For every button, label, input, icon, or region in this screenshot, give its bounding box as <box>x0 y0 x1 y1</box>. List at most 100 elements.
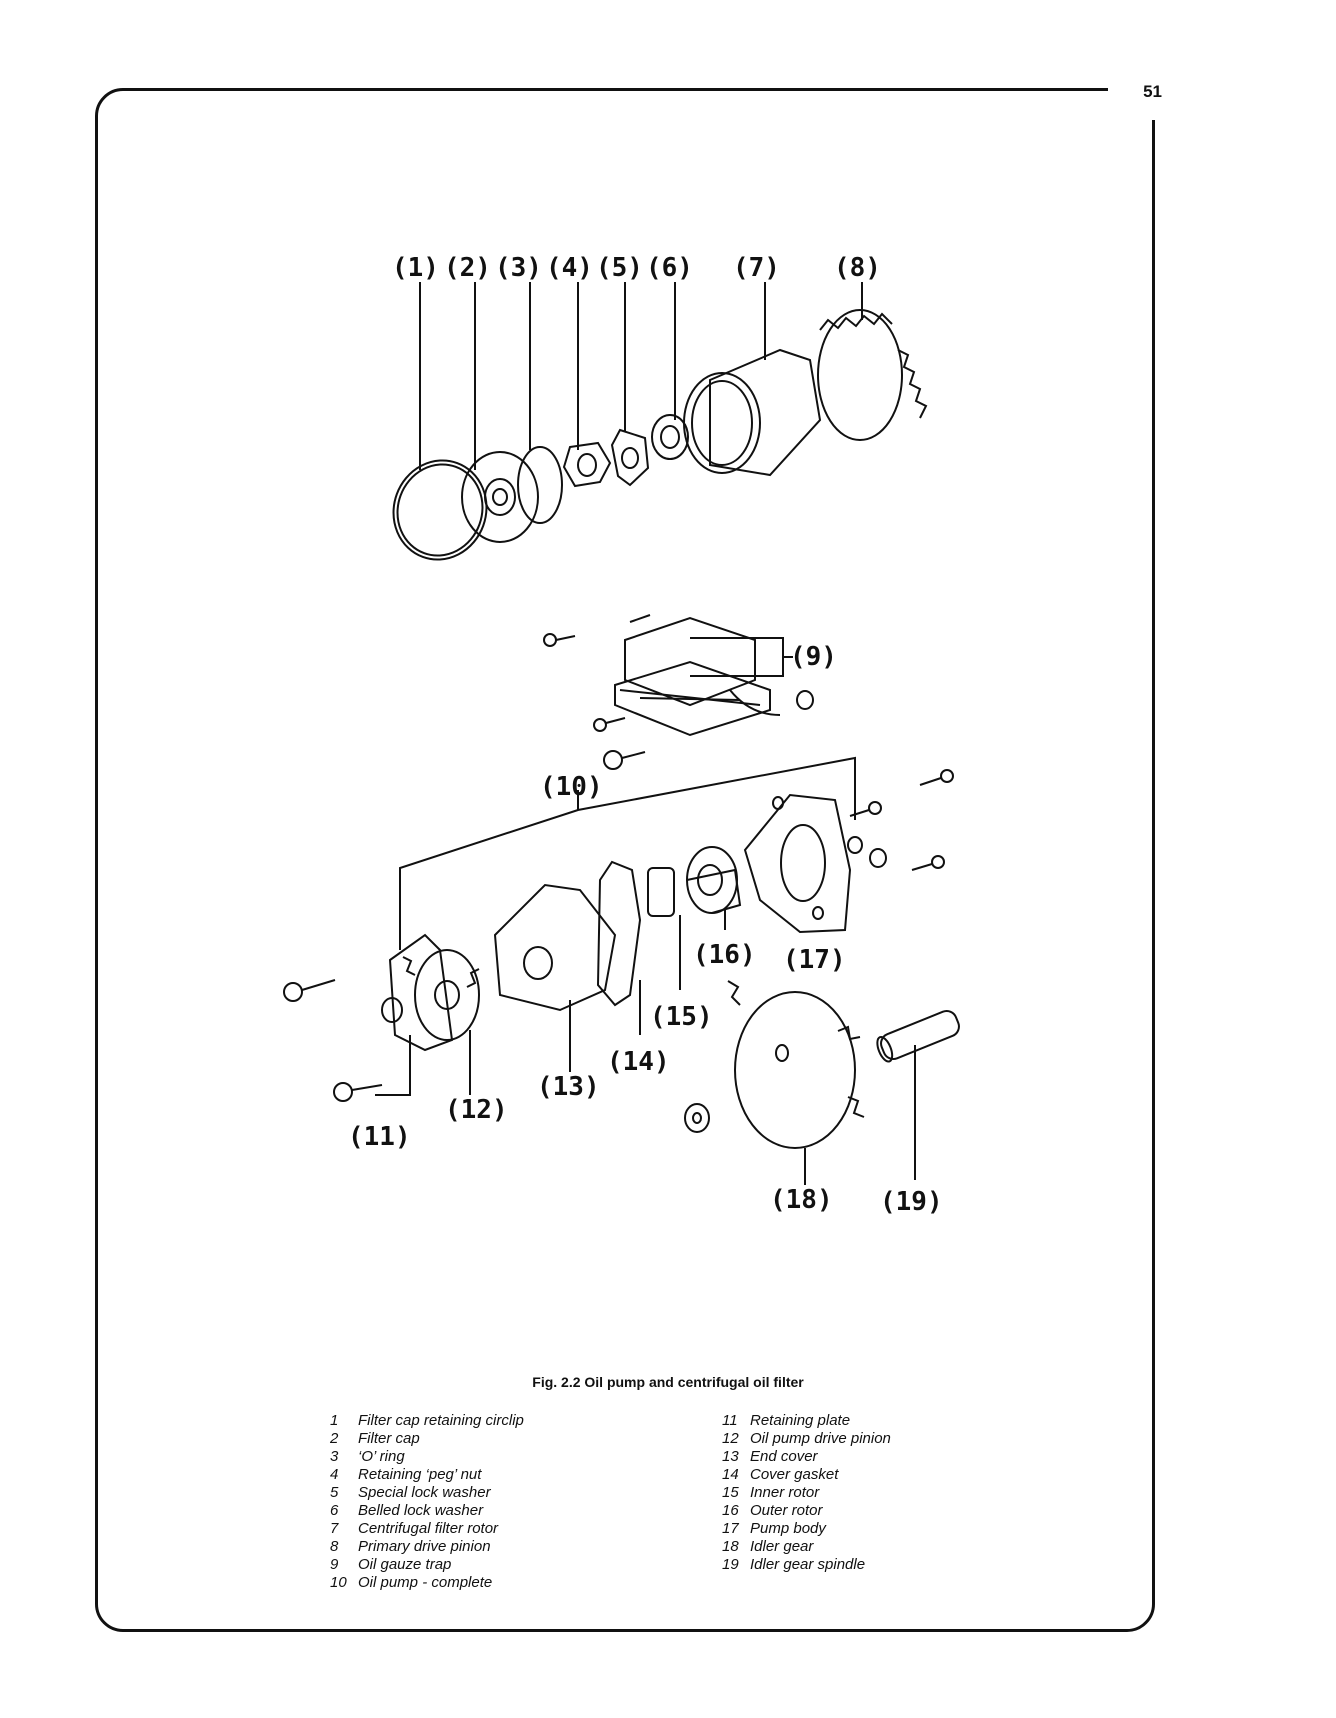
callout-6: (6) <box>646 253 693 283</box>
callout-15: (15) <box>650 1002 713 1032</box>
part-idler-gear-spindle <box>876 1009 960 1063</box>
page-number: 51 <box>1143 82 1162 101</box>
legend-number: 8 <box>330 1538 339 1555</box>
legend-item: 9 Oil gauze trap <box>330 1556 524 1574</box>
frame-gap <box>1108 80 1164 120</box>
legend-item: 16 Outer rotor <box>722 1502 891 1520</box>
callout-7: (7) <box>733 253 780 283</box>
legend-text: Inner rotor <box>750 1484 820 1501</box>
legend-item: 11 Retaining plate <box>722 1412 891 1430</box>
legend-number: 11 <box>722 1412 738 1429</box>
legend-number: 1 <box>330 1412 339 1429</box>
legend-text: Idler gear spindle <box>750 1556 866 1573</box>
part-outer-rotor <box>686 846 738 914</box>
legend-item: 10 Oil pump - complete <box>330 1574 524 1592</box>
legend-number: 5 <box>330 1484 339 1501</box>
legend-item: 19 Idler gear spindle <box>722 1556 891 1574</box>
legend-text: Special lock washer <box>358 1484 491 1501</box>
legend-number: 9 <box>330 1556 339 1573</box>
legend-number: 3 <box>330 1448 339 1465</box>
callout-8: (8) <box>834 253 881 283</box>
legend-number: 7 <box>330 1520 339 1537</box>
part-end-cover <box>493 883 617 1012</box>
legend-item: 5 Special lock washer <box>330 1484 524 1502</box>
legend-item: 13 End cover <box>722 1448 891 1466</box>
legend-number: 14 <box>722 1466 739 1483</box>
legend-number: 18 <box>722 1538 739 1555</box>
callout-2: (2) <box>444 253 491 283</box>
legend-item: 8 Primary drive pinion <box>330 1538 524 1556</box>
legend-item: 3 ‘O’ ring <box>330 1448 524 1466</box>
callout-19: (19) <box>880 1187 943 1217</box>
legend-number: 4 <box>330 1466 339 1483</box>
callout-17: (17) <box>783 945 846 975</box>
callout-4: (4) <box>546 253 593 283</box>
part-special-lock-washer <box>610 428 650 487</box>
legend-text: Centrifugal filter rotor <box>358 1520 499 1537</box>
legend-column-2: 11 Retaining plate 12 Oil pump drive pinio… <box>722 1412 891 1574</box>
legend-item: 12 Oil pump drive pinion <box>722 1430 891 1448</box>
part-pump-body <box>743 793 852 934</box>
callout-18: (18) <box>770 1185 833 1215</box>
part-o-ring <box>517 446 563 524</box>
legend-text: Filter cap retaining circlip <box>358 1412 524 1429</box>
figure-caption: Fig. 2.2 Oil pump and centrifugal oil fi… <box>532 1374 804 1390</box>
legend-number: 19 <box>722 1556 739 1573</box>
legend-column-1: 1 Filter cap retaining circlip 2 Filter ca… <box>330 1412 524 1592</box>
callout-10: (10) <box>540 772 603 802</box>
callout-16: (16) <box>693 940 756 970</box>
legend-text: Oil pump drive pinion <box>750 1430 891 1447</box>
callout-14: (14) <box>607 1047 670 1077</box>
legend-item: 2 Filter cap <box>330 1430 524 1448</box>
part-filter-cap-circlip <box>392 459 488 561</box>
legend-number: 16 <box>722 1502 739 1519</box>
legend-text: Oil pump - complete <box>358 1574 493 1591</box>
legend-item: 4 Retaining ‘peg’ nut <box>330 1466 524 1484</box>
part-belled-lock-washer <box>651 414 689 460</box>
part-oil-pump-drive-pinion <box>414 949 480 1041</box>
page-border-frame <box>95 88 1155 1632</box>
legend-text: Filter cap <box>358 1430 420 1447</box>
legend-number: 12 <box>722 1430 739 1447</box>
legend-text: ‘O’ ring <box>358 1448 405 1465</box>
legend-number: 6 <box>330 1502 339 1519</box>
legend-text: Retaining ‘peg’ nut <box>358 1466 482 1483</box>
legend-text: Oil gauze trap <box>358 1556 452 1573</box>
legend-text: Retaining plate <box>750 1412 851 1429</box>
legend-item: 1 Filter cap retaining circlip <box>330 1412 524 1430</box>
callout-11: (11) <box>348 1122 411 1152</box>
callout-12: (12) <box>445 1095 508 1125</box>
part-retaining-peg-nut <box>562 441 612 488</box>
part-cover-gasket <box>596 860 642 1007</box>
legend-item: 14 Cover gasket <box>722 1466 891 1484</box>
legend-number: 15 <box>722 1484 739 1501</box>
legend-number: 10 <box>330 1574 347 1591</box>
legend-number: 2 <box>330 1430 339 1447</box>
part-idler-gear <box>734 991 856 1149</box>
legend-item: 18 Idler gear <box>722 1538 891 1556</box>
part-inner-rotor <box>647 867 675 917</box>
legend-item: 17 Pump body <box>722 1520 891 1538</box>
legend-item: 6 Belled lock washer <box>330 1502 524 1520</box>
part-centrifugal-filter-rotor <box>709 348 822 477</box>
legend-text: Pump body <box>750 1520 826 1537</box>
legend-text: Cover gasket <box>750 1466 839 1483</box>
legend-text: Primary drive pinion <box>358 1538 491 1555</box>
callout-9: (9) <box>790 642 837 672</box>
legend-text: Idler gear <box>750 1538 814 1555</box>
part-oil-gauze-trap <box>614 614 781 737</box>
callout-3: (3) <box>495 253 542 283</box>
part-filter-cap <box>461 451 539 543</box>
legend-number: 17 <box>722 1520 739 1537</box>
legend-text: Outer rotor <box>750 1502 823 1519</box>
callout-13: (13) <box>537 1072 600 1102</box>
legend-text: End cover <box>750 1448 818 1465</box>
callout-1: (1) <box>392 253 439 283</box>
part-retaining-plate <box>388 933 454 1052</box>
legend-number: 13 <box>722 1448 739 1465</box>
callout-5: (5) <box>596 253 643 283</box>
part-primary-drive-pinion <box>817 309 903 441</box>
legend-item: 15 Inner rotor <box>722 1484 891 1502</box>
legend-text: Belled lock washer <box>358 1502 484 1519</box>
